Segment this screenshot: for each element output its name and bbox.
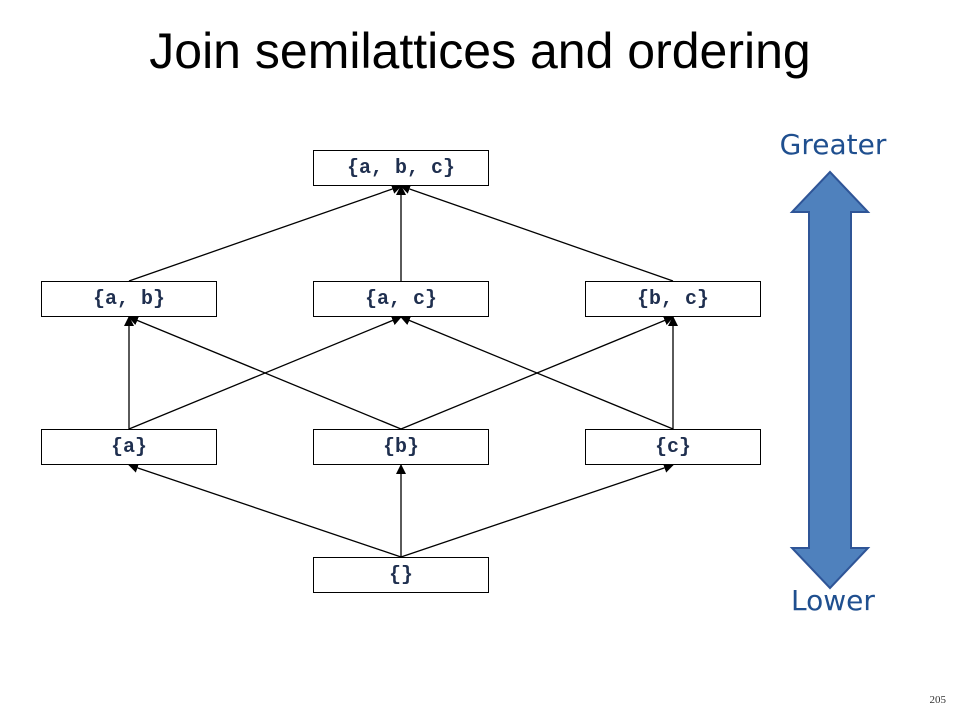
edge-b-to-ab [128, 315, 402, 430]
edge-ab-to-abc [128, 184, 402, 282]
edge-bc-to-abc [400, 184, 674, 282]
lower-label: Lower [791, 584, 875, 617]
node-b: {b} [313, 429, 489, 465]
edge-empty-to-a [128, 463, 402, 558]
node-abc: {a, b, c} [313, 150, 489, 186]
node-c: {c} [585, 429, 761, 465]
greater-lower-double-arrow [789, 170, 871, 590]
node-bc: {b, c} [585, 281, 761, 317]
node-ac: {a, c} [313, 281, 489, 317]
node-ab: {a, b} [41, 281, 217, 317]
edge-c-to-ac [400, 315, 674, 430]
page-number: 205 [929, 694, 947, 706]
slide-title: Join semilattices and ordering [149, 23, 811, 79]
greater-label: Greater [779, 128, 887, 161]
node-empty: {} [313, 557, 489, 593]
node-a: {a} [41, 429, 217, 465]
edge-empty-to-c [400, 463, 674, 558]
